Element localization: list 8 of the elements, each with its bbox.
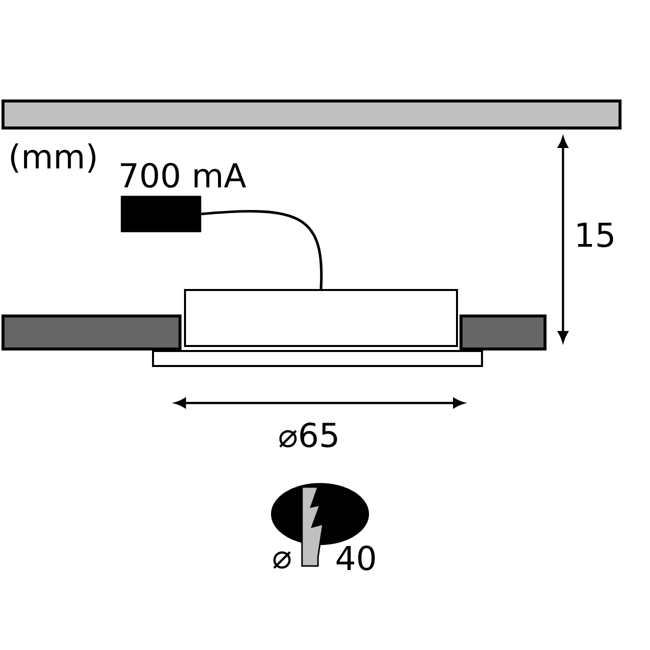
dimension-label: 40 bbox=[336, 546, 375, 570]
cable bbox=[201, 210, 323, 290]
dimension-label: ⌀ bbox=[273, 551, 291, 569]
dimension-label: 15 bbox=[578, 222, 614, 248]
current-label: 700 mA bbox=[120, 162, 246, 188]
unit-label: (mm) bbox=[11, 143, 96, 173]
lamp-housing bbox=[152, 289, 483, 367]
dimension-label: ⌀65 bbox=[279, 422, 338, 448]
